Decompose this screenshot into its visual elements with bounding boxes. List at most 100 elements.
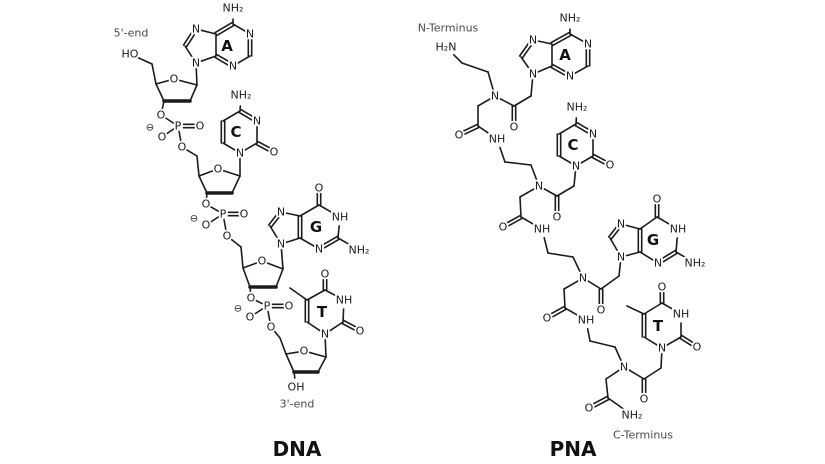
atom-label: N: [529, 68, 537, 81]
bond: [255, 143, 270, 152]
bond: [607, 397, 624, 410]
bond: [223, 218, 227, 232]
atom-label: H₂N: [436, 41, 457, 54]
bond: [661, 302, 675, 311]
bond: [342, 308, 345, 323]
atom-label: N: [236, 147, 244, 160]
atom-label: O: [658, 281, 667, 294]
bond: [231, 175, 241, 194]
bond: [507, 217, 523, 227]
bond: [543, 236, 549, 254]
bond: [519, 196, 522, 218]
bond: [626, 305, 645, 315]
atom-label: N: [321, 328, 329, 341]
bond: [662, 252, 678, 263]
bond: [256, 140, 271, 149]
bond: [222, 142, 237, 152]
bond: [273, 330, 281, 339]
bond: [592, 153, 607, 162]
atom-label: NH₂: [231, 89, 252, 102]
bond: [249, 286, 252, 294]
atom-label: O: [202, 198, 211, 211]
bond: [342, 319, 357, 328]
bond: [216, 53, 230, 63]
bond: [643, 302, 663, 315]
bond: [253, 308, 264, 315]
bond: [591, 156, 606, 165]
atom-label: NH: [673, 308, 690, 321]
atom-label: O: [158, 131, 167, 144]
atom-label: N: [658, 342, 666, 355]
bond: [607, 226, 618, 238]
bond: [200, 29, 217, 35]
bond: [547, 252, 574, 258]
base-letter-t: T: [653, 317, 664, 335]
base-letter-a: A: [559, 46, 571, 64]
atom-label: N: [277, 206, 285, 219]
bond: [306, 321, 322, 332]
bond: [137, 56, 153, 65]
bond: [586, 328, 591, 342]
bond: [572, 256, 582, 274]
bond: [243, 142, 258, 152]
atom-label: N: [229, 60, 237, 73]
bond: [574, 65, 589, 75]
bond: [198, 175, 208, 194]
bond: [178, 79, 198, 86]
bond: [660, 352, 663, 369]
bond: [592, 395, 609, 405]
atom-label: NH₂: [567, 101, 588, 114]
bond: [513, 95, 532, 107]
bond: [182, 31, 193, 46]
bond: [675, 251, 687, 259]
bond: [267, 214, 278, 226]
bond: [558, 155, 573, 165]
bond: [285, 212, 301, 217]
atom-label: N: [572, 160, 580, 173]
bond: [552, 63, 567, 73]
bond: [550, 31, 570, 44]
bond: [155, 83, 165, 102]
bond: [161, 100, 165, 111]
bond: [681, 334, 695, 344]
bond: [178, 130, 182, 143]
bond: [322, 235, 338, 246]
atom-label: N: [535, 180, 543, 193]
atom-label: N: [192, 23, 200, 36]
bond: [579, 155, 594, 165]
atom-label: O: [606, 159, 615, 172]
bond: [609, 237, 620, 254]
bond: [299, 204, 320, 217]
bond: [222, 169, 241, 177]
bond: [205, 192, 208, 200]
bond: [639, 251, 655, 261]
bond: [477, 97, 492, 107]
bond: [499, 146, 506, 163]
bond: [165, 128, 175, 135]
atom-label: O: [640, 393, 649, 406]
bond: [569, 33, 584, 43]
atom-label: O: [693, 341, 702, 354]
bond: [521, 44, 533, 59]
bond: [551, 308, 567, 318]
atom-label: HO: [122, 48, 139, 61]
bond: [285, 237, 301, 244]
bond: [285, 353, 295, 373]
atom-label: O: [270, 146, 279, 159]
atom-label: NH: [489, 133, 506, 146]
bond: [550, 66, 566, 76]
atom-label: O: [157, 109, 166, 122]
atom-label: N: [277, 238, 285, 251]
atom-label: NH: [336, 294, 353, 307]
bond: [639, 216, 658, 230]
atom-label: O: [202, 219, 211, 232]
atom-label: N: [617, 218, 625, 231]
atom-label: O: [653, 193, 662, 206]
bond: [543, 187, 558, 197]
pna-c-terminus-label: C-Terminus: [613, 429, 673, 442]
atom-label: N: [566, 70, 574, 83]
atom-label: O: [170, 73, 179, 86]
bond: [552, 34, 572, 47]
